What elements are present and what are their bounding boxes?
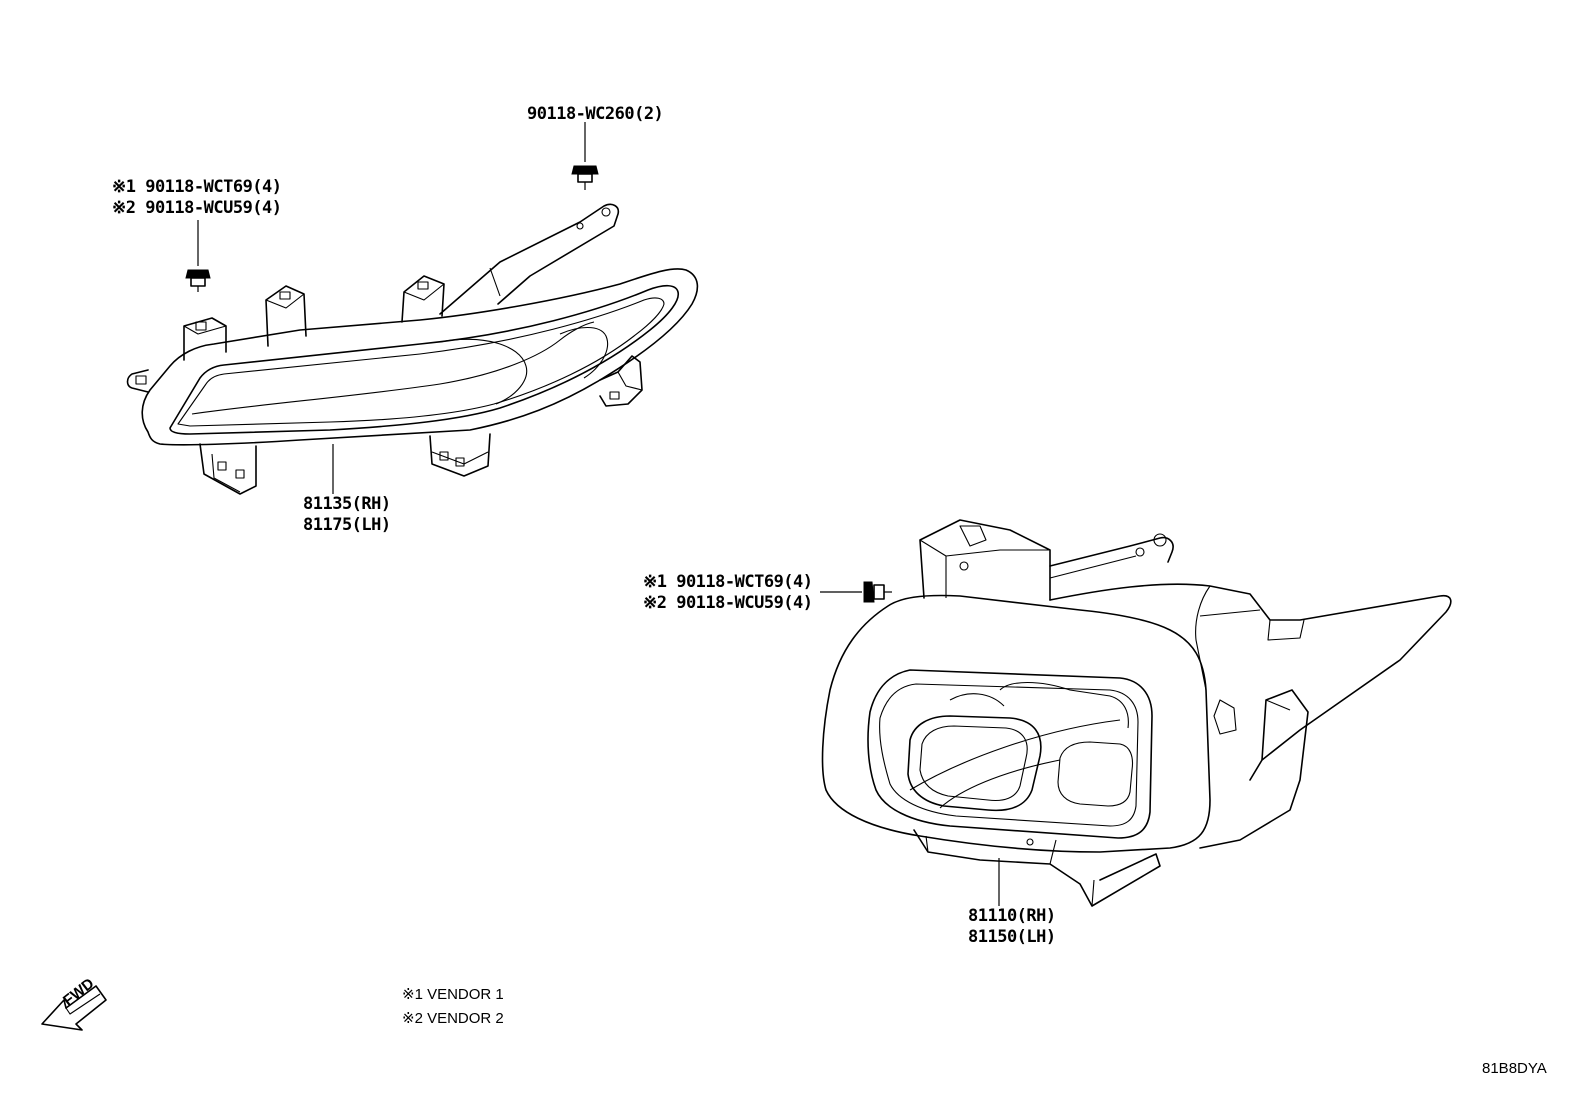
- part-number: ※1 90118-WCT69(4): [112, 177, 282, 197]
- part-number: 90118-WC260(2): [527, 104, 664, 124]
- part-number: 81110(RH): [968, 906, 1056, 926]
- callout-top-screw: 90118-WC260(2): [527, 104, 664, 125]
- callout-fog-screw: ※1 90118-WCT69(4) ※2 90118-WCU59(4): [643, 572, 813, 614]
- drawing-code: 81B8DYA: [1482, 1060, 1547, 1077]
- part-number: 81150(LH): [968, 927, 1056, 947]
- part-number: 81175(LH): [303, 515, 391, 535]
- part-number: ※1 90118-WCT69(4): [643, 572, 813, 592]
- callout-drl-lamp: 81135(RH) 81175(LH): [303, 494, 391, 536]
- fwd-arrow-icon: [41, 985, 107, 1031]
- callout-left-screw: ※1 90118-WCT69(4) ※2 90118-WCU59(4): [112, 177, 282, 219]
- callout-fog-lamp: 81110(RH) 81150(LH): [968, 906, 1056, 948]
- screw-fog-icon: [820, 581, 892, 603]
- part-number: ※2 90118-WCU59(4): [643, 593, 813, 613]
- legend-item: ※1 VENDOR 1: [402, 986, 504, 1003]
- vendor-legend: ※1 VENDOR 1 ※2 VENDOR 2: [402, 983, 504, 1031]
- part-number: 81135(RH): [303, 494, 391, 514]
- screw-top-icon: [571, 122, 599, 190]
- drl-lamp-assembly: [126, 203, 699, 495]
- part-number: ※2 90118-WCU59(4): [112, 198, 282, 218]
- legend-item: ※2 VENDOR 2: [402, 1010, 504, 1027]
- screw-left-icon: [185, 220, 211, 292]
- fog-lamp-assembly: [821, 519, 1452, 907]
